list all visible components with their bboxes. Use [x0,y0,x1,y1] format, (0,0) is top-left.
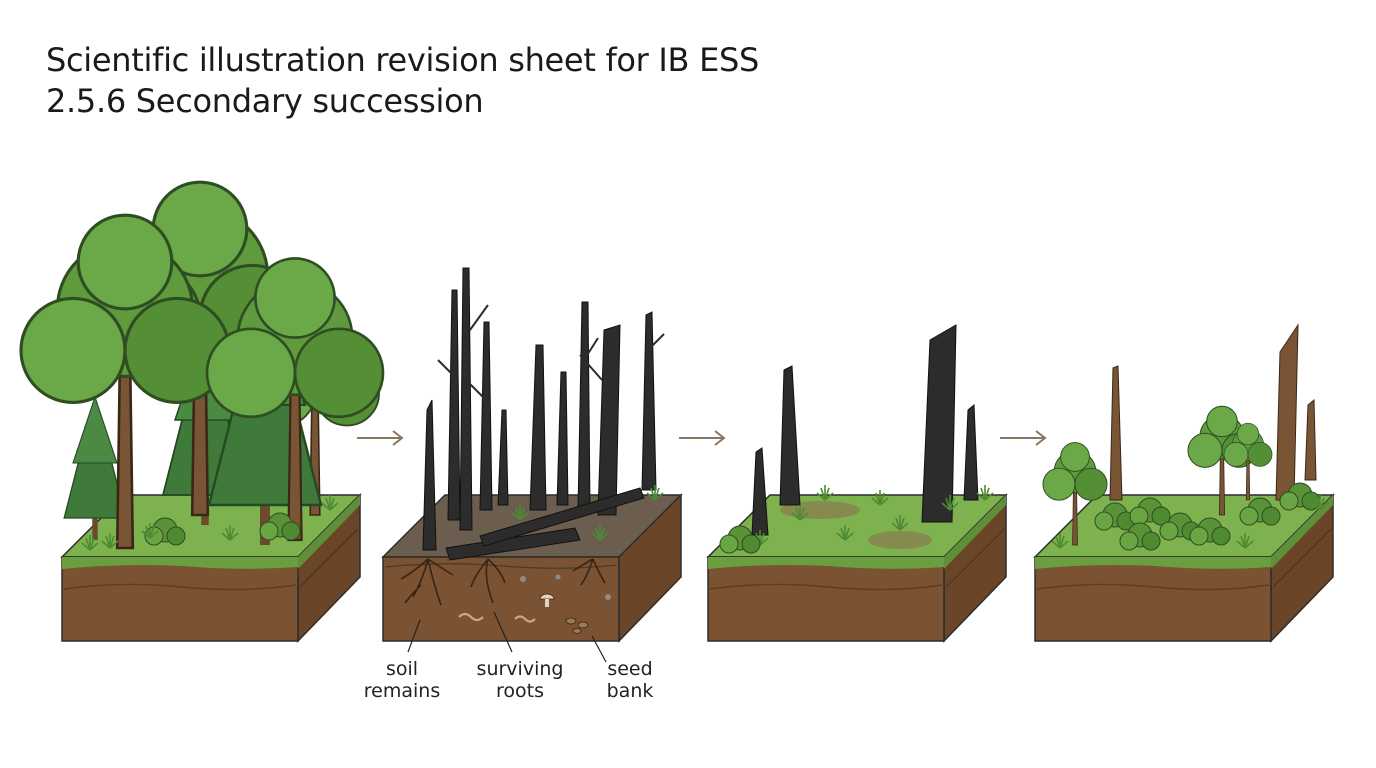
arrow-3 [1000,430,1047,446]
arrow-2 [679,430,726,446]
label-surviving-roots-line2: roots [496,680,544,702]
label-soil-remains-line1: soil [385,658,419,680]
title-line-1: Scientific illustration revision sheet f… [46,41,760,79]
label-surviving-roots-line1: surviving [476,658,564,680]
label-seed-bank-line2: bank [606,680,654,702]
title-line-2: 2.5.6 Secondary succession [46,82,484,120]
label-seed-bank: seed bank [595,658,665,702]
label-soil-remains: soil remains [362,658,442,702]
label-surviving-roots: surviving roots [470,658,570,702]
label-soil-remains-line2: remains [363,680,441,702]
stage-grassland-regrowth [707,324,1007,642]
label-seed-bank-line1: seed [607,658,653,680]
label-leaders [407,611,607,663]
page-title: Scientific illustration revision sheet f… [46,40,759,122]
stage-mature-forest [19,180,385,642]
arrow-1 [357,430,404,446]
stage-shrub-woodland-regrowth [1034,323,1334,642]
stage-burned-forest [381,267,683,643]
